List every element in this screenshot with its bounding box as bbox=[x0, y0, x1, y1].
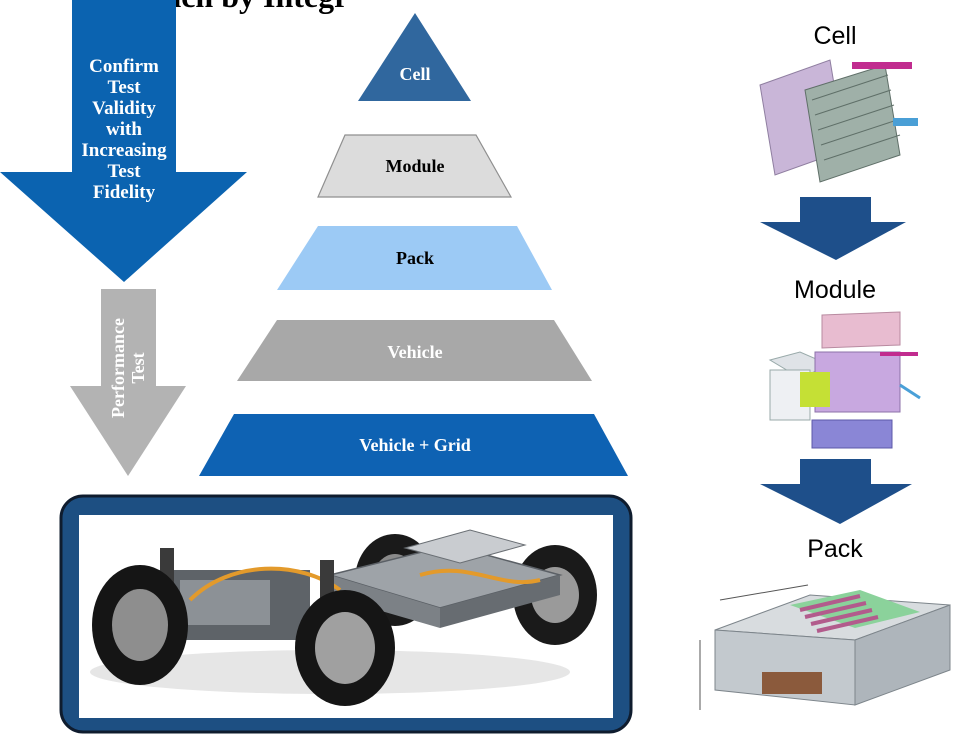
confirm-validity-line: Increasing bbox=[81, 140, 167, 161]
tier-cell-shape bbox=[358, 13, 471, 101]
tier-pack-shape bbox=[277, 226, 552, 290]
cell-image bbox=[735, 32, 960, 192]
tier-vehicle-grid-shape bbox=[199, 414, 628, 476]
vehicle-chassis-image bbox=[90, 529, 597, 706]
performance-test-label: Performance Test bbox=[108, 303, 148, 433]
performance-line: Performance bbox=[108, 318, 128, 418]
tier-module-shape bbox=[317, 134, 513, 198]
right-module-label: Module bbox=[794, 276, 876, 304]
tier-vehicle-grid-label: Vehicle + Grid bbox=[359, 435, 471, 455]
performance-test-arrow bbox=[70, 289, 186, 476]
confirm-validity-line: Validity bbox=[92, 98, 156, 119]
confirm-validity-line: Test bbox=[107, 161, 141, 182]
confirm-validity-label: Confirm Test Validity with Increasing Te… bbox=[62, 56, 186, 203]
right-pack-label: Pack bbox=[807, 535, 863, 563]
confirm-validity-line: Test bbox=[107, 77, 141, 98]
pack-image bbox=[699, 584, 951, 710]
tier-vehicle-label: Vehicle bbox=[387, 342, 443, 362]
cell-to-module-arrow bbox=[760, 197, 906, 260]
confirm-validity-line: Confirm bbox=[89, 56, 159, 77]
tier-pack-label: Pack bbox=[396, 248, 434, 268]
tier-vehicle-shape bbox=[237, 320, 592, 381]
tier-module-label: Module bbox=[385, 156, 445, 176]
confirm-validity-line: Fidelity bbox=[92, 182, 156, 203]
right-cell-label: Cell bbox=[813, 22, 857, 50]
tier-cell-label: Cell bbox=[399, 64, 431, 84]
module-image bbox=[757, 307, 927, 455]
module-to-pack-arrow bbox=[760, 459, 912, 524]
confirm-validity-arrow bbox=[0, 0, 247, 282]
confirm-validity-line: with bbox=[106, 119, 142, 140]
performance-line: Test bbox=[128, 352, 148, 384]
